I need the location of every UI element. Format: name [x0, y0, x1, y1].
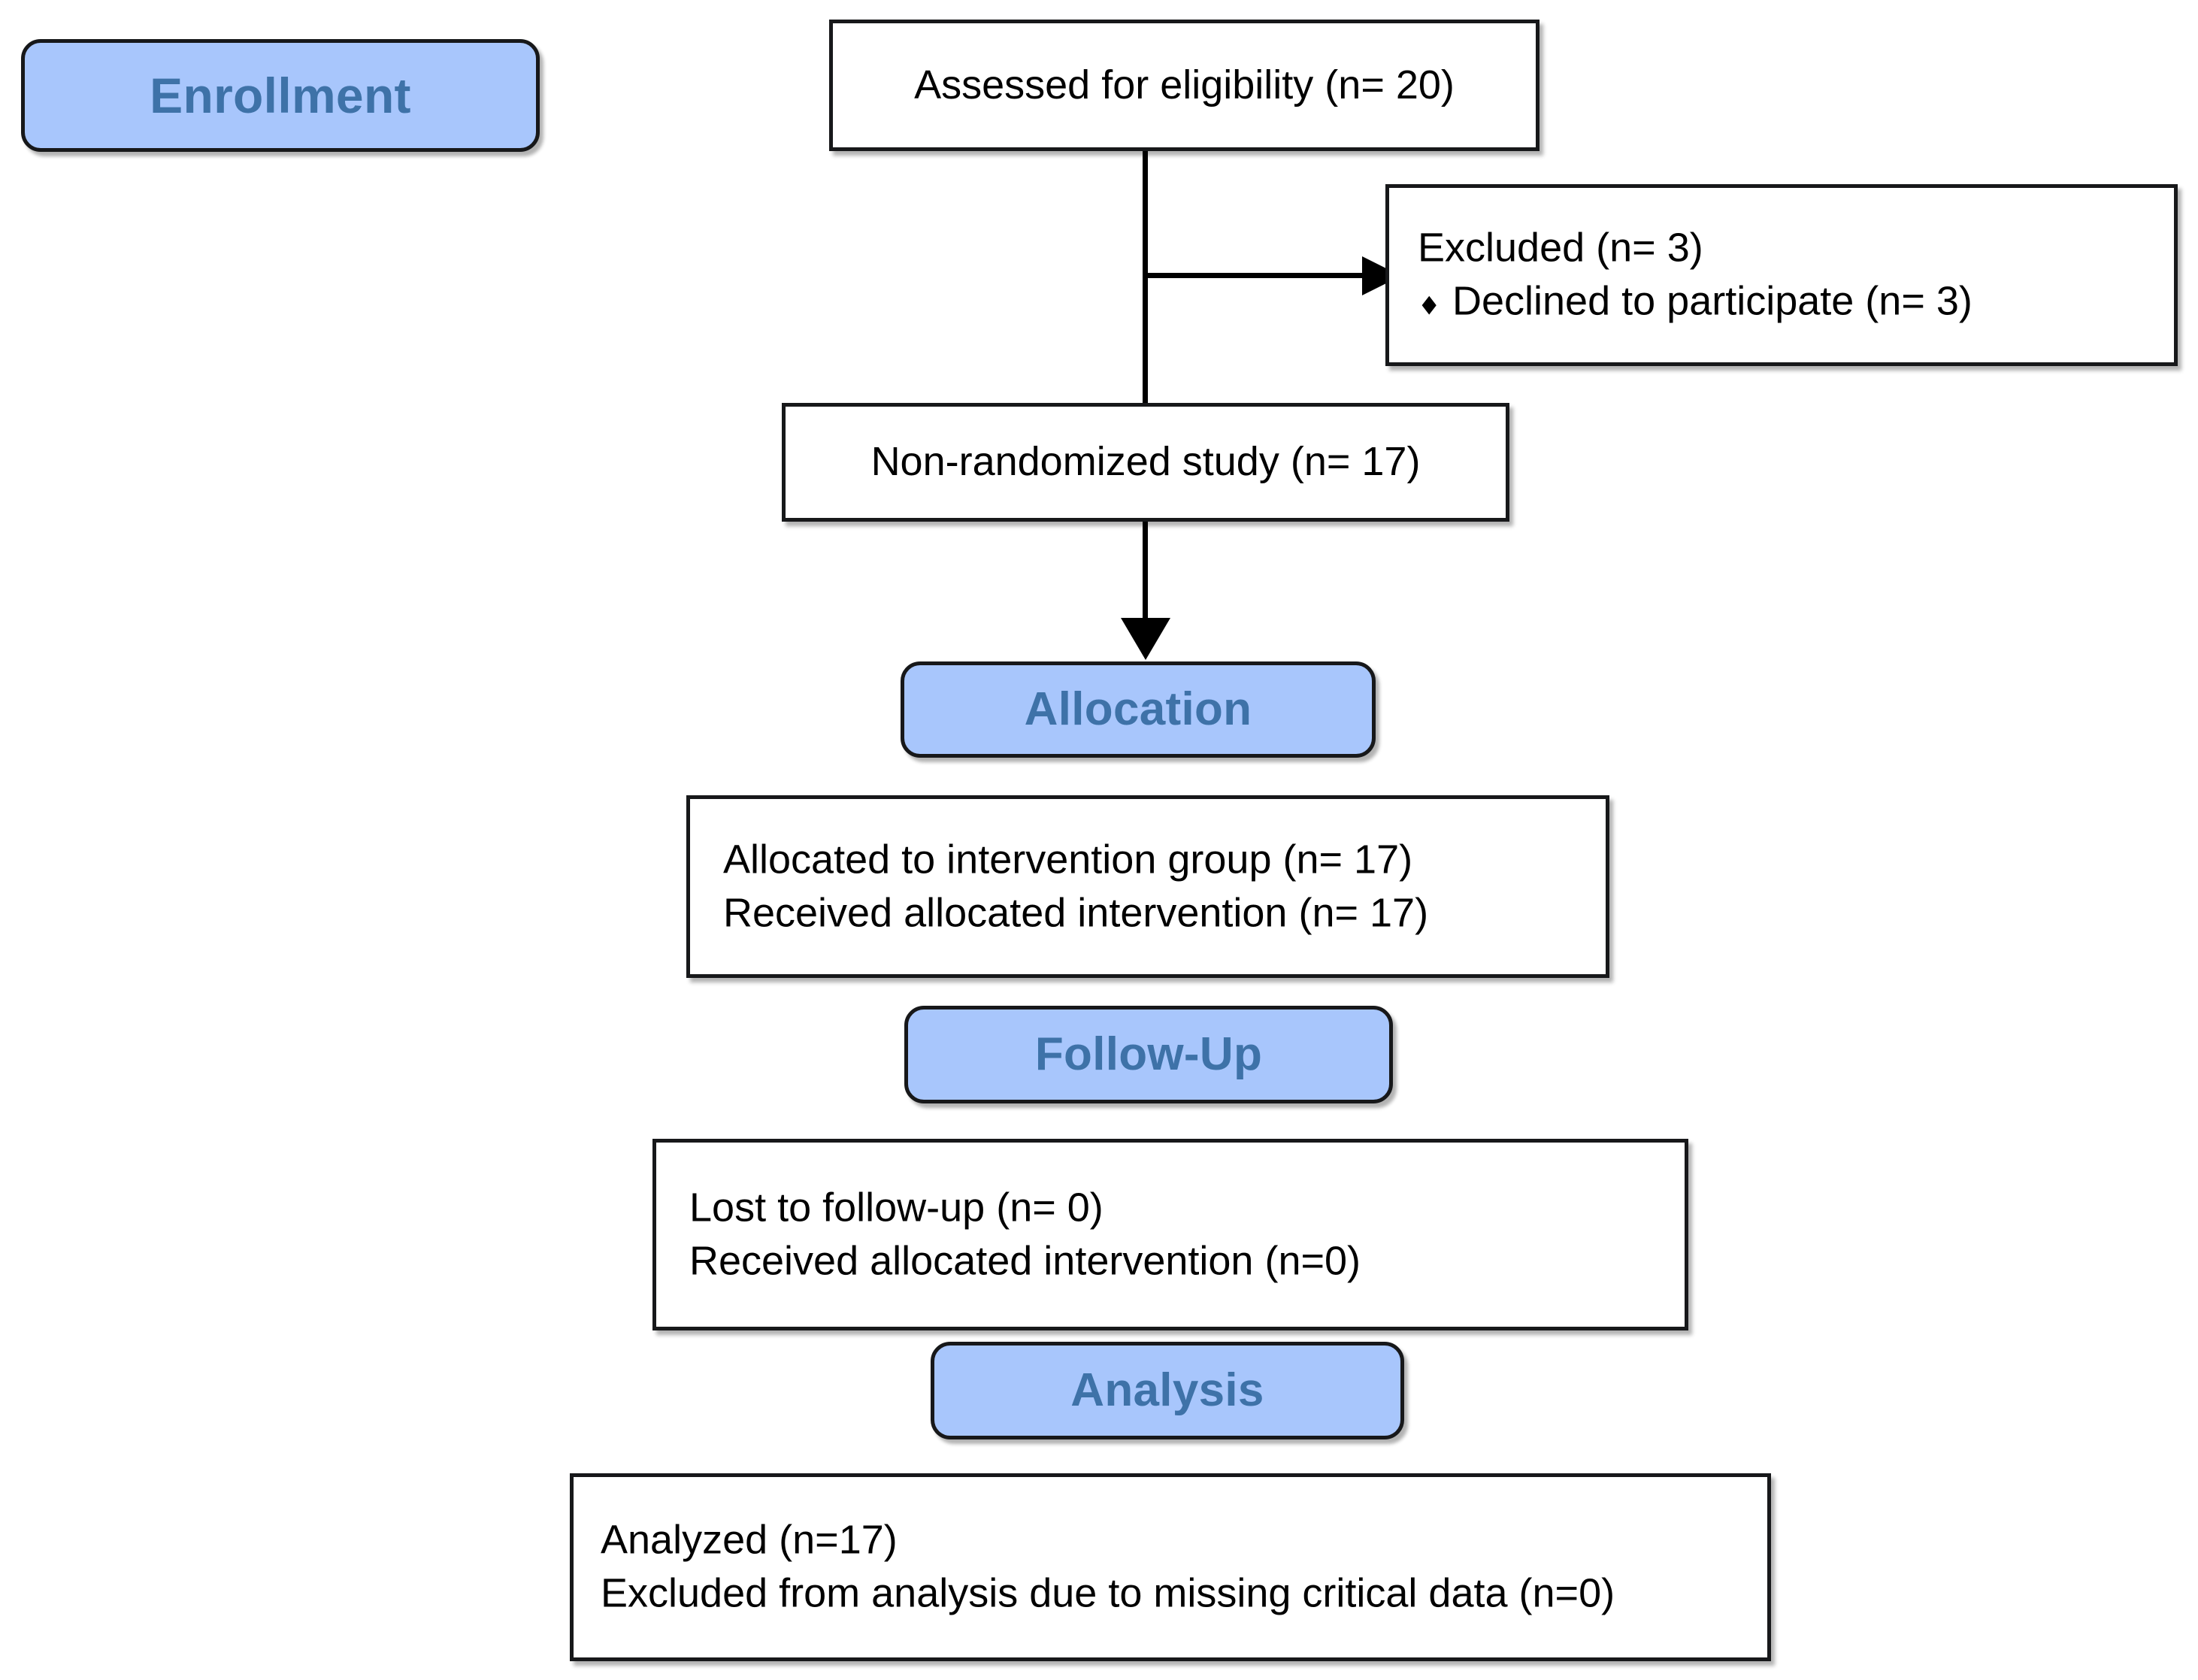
connector-nonrandomized-to-allocation: [1143, 522, 1148, 622]
stage-box-follow-up[interactable]: Follow-Up: [904, 1006, 1393, 1103]
analyzed-text: Analyzed (n=17): [601, 1517, 898, 1563]
stage-box-analysis[interactable]: Analysis: [931, 1342, 1404, 1439]
arrowhead-to-allocation: [1121, 618, 1170, 660]
box-assessed-for-eligibility[interactable]: Assessed for eligibility (n= 20): [829, 20, 1540, 151]
excluded-from-analysis-text: Excluded from analysis due to missing cr…: [601, 1571, 1615, 1616]
box-excluded[interactable]: Excluded (n= 3) ♦ Declined to participat…: [1385, 184, 2178, 366]
allocated-to-intervention-text: Allocated to intervention group (n= 17): [723, 837, 1413, 882]
followup-received-intervention-text: Received allocated intervention (n=0): [689, 1238, 1361, 1284]
diamond-bullet-icon: ♦: [1418, 292, 1441, 322]
follow-up-detail-content: Lost to follow-up (n= 0) Received alloca…: [689, 1181, 1361, 1288]
assessed-for-eligibility-text: Assessed for eligibility (n= 20): [914, 62, 1455, 107]
excluded-heading: Excluded (n= 3): [1418, 225, 1703, 271]
received-allocated-intervention-text: Received allocated intervention (n= 17): [723, 890, 1429, 936]
box-allocation-detail[interactable]: Allocated to intervention group (n= 17) …: [686, 795, 1609, 978]
excluded-content: Excluded (n= 3) ♦ Declined to participat…: [1418, 222, 1972, 329]
stage-label-enrollment: Enrollment: [150, 68, 411, 123]
stage-box-enrollment[interactable]: Enrollment: [21, 39, 540, 152]
connector-branch-to-excluded: [1143, 273, 1368, 278]
excluded-bullet-row: ♦ Declined to participate (n= 3): [1418, 275, 1972, 328]
allocation-detail-content: Allocated to intervention group (n= 17) …: [723, 833, 1428, 940]
box-non-randomized-study[interactable]: Non-randomized study (n= 17): [782, 403, 1509, 522]
lost-to-follow-up-text: Lost to follow-up (n= 0): [689, 1185, 1104, 1230]
excluded-bullet-text: Declined to participate (n= 3): [1452, 279, 1972, 324]
stage-label-follow-up: Follow-Up: [1034, 1028, 1263, 1080]
non-randomized-study-text: Non-randomized study (n= 17): [870, 439, 1421, 485]
connector-assessed-to-nonrandomized: [1143, 151, 1148, 405]
box-follow-up-detail[interactable]: Lost to follow-up (n= 0) Received alloca…: [652, 1139, 1688, 1330]
box-analysis-detail[interactable]: Analyzed (n=17) Excluded from analysis d…: [570, 1473, 1771, 1661]
stage-box-allocation[interactable]: Allocation: [901, 661, 1376, 758]
stage-label-allocation: Allocation: [1024, 683, 1252, 735]
stage-label-analysis: Analysis: [1070, 1364, 1264, 1416]
analysis-detail-content: Analyzed (n=17) Excluded from analysis d…: [601, 1514, 1615, 1621]
